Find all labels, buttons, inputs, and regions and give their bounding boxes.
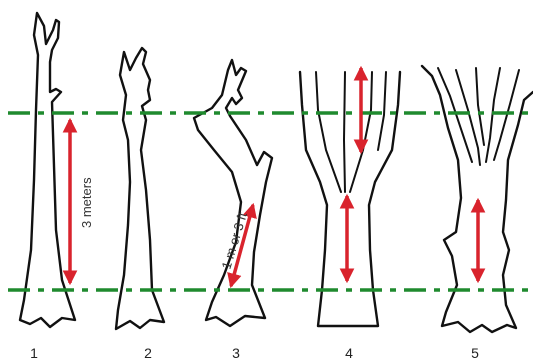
tree-number-4: 4	[345, 345, 353, 361]
tree-3	[194, 60, 272, 326]
tree-number-1: 1	[30, 345, 38, 361]
height-label: 3 meters	[79, 177, 94, 228]
tree-1-trunk	[20, 13, 75, 327]
tree-3-trunk	[194, 60, 272, 326]
tree-1	[20, 13, 75, 327]
tree-2	[116, 48, 164, 329]
tree-5	[422, 66, 533, 332]
tree-4-fork-center	[344, 72, 345, 192]
tree-number-5: 5	[471, 345, 479, 361]
tree-number-2: 2	[144, 345, 152, 361]
tree-4	[300, 72, 400, 326]
tree-2-trunk	[116, 48, 164, 329]
tree-number-3: 3	[232, 345, 240, 361]
